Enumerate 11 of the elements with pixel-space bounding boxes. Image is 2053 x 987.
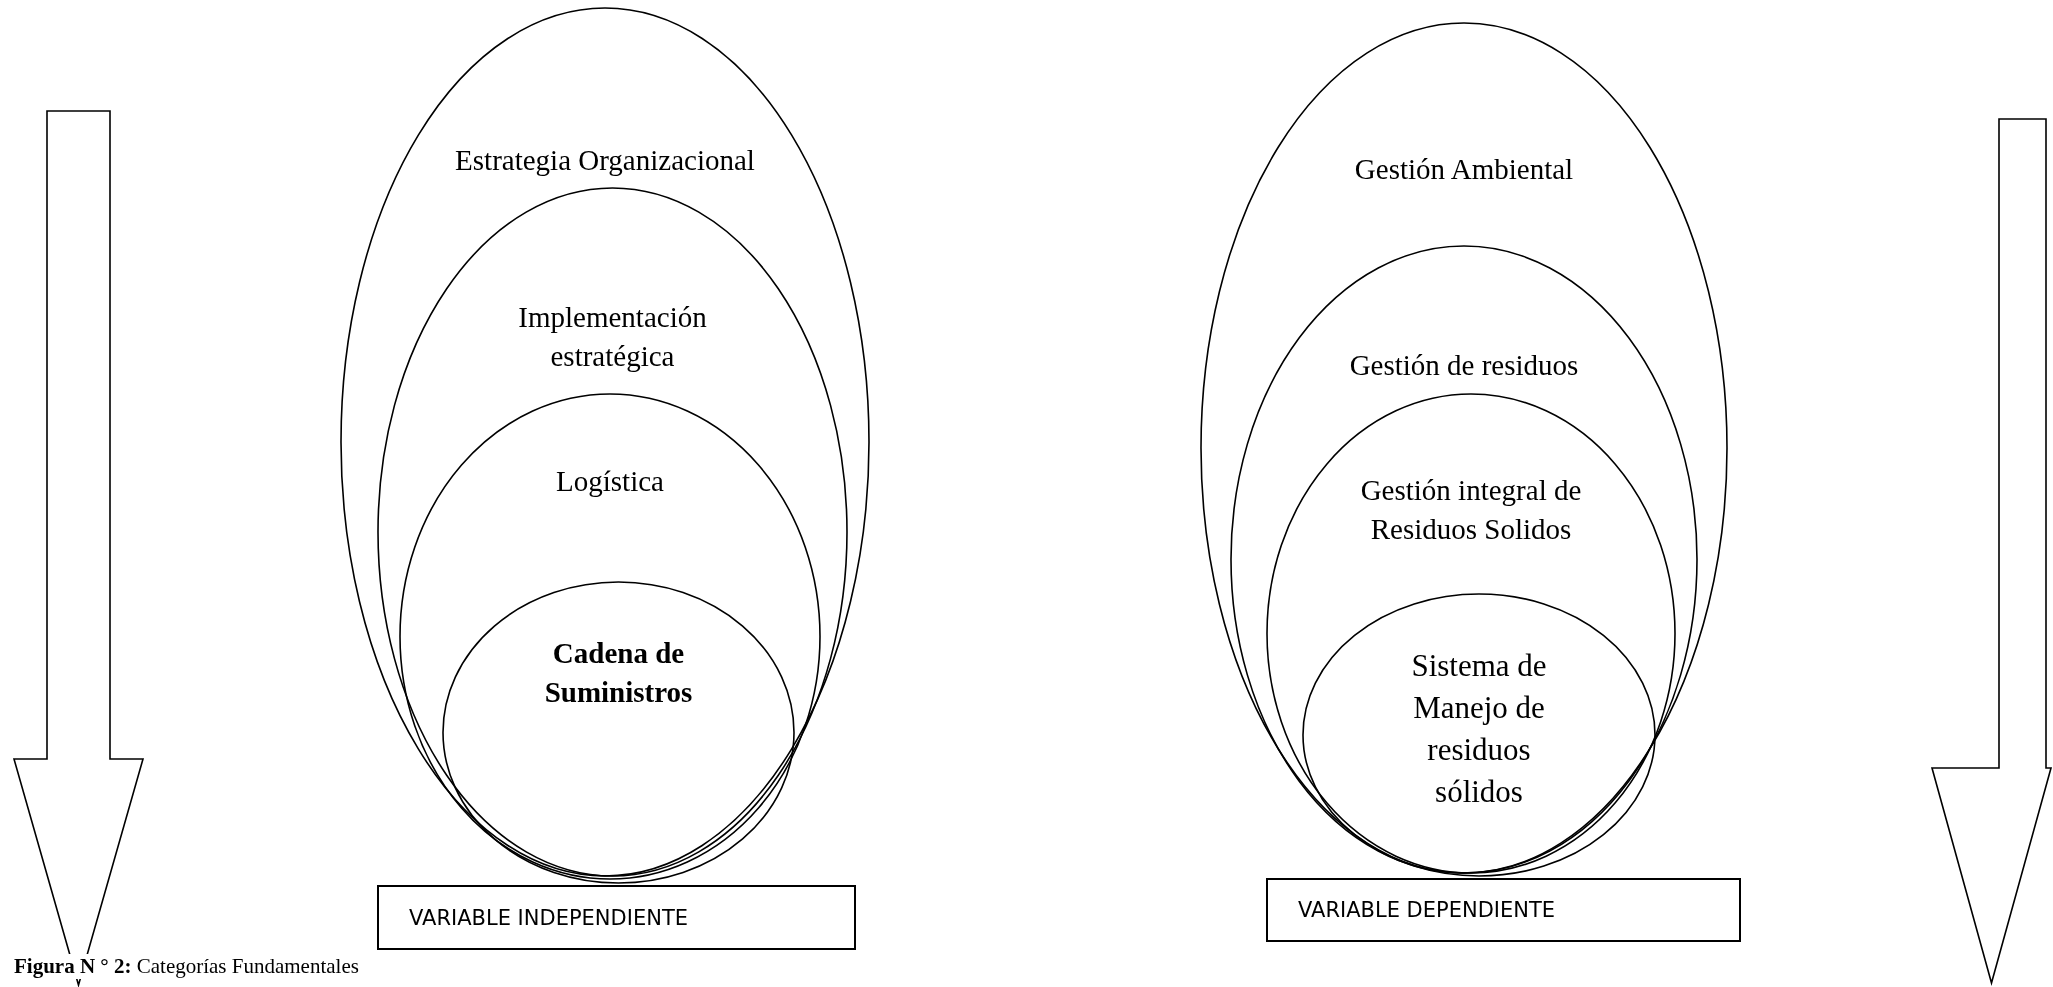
category-label: Gestión Ambiental: [1353, 152, 1575, 187]
category-label: Logística: [555, 464, 665, 499]
category-label: Gestión de residuos: [1348, 348, 1580, 383]
category-label: Gestión integral de Residuos Solidos: [1359, 473, 1583, 548]
category-label: Sistema de Manejo de residuos sólidos: [1410, 647, 1548, 811]
category-label: Implementación estratégica: [517, 300, 708, 375]
variable-box: VARIABLE INDEPENDIENTE: [377, 885, 856, 950]
category-label: Estrategia Organizacional: [454, 143, 756, 178]
category-label: Cadena de Suministros: [543, 636, 694, 711]
figure-caption: Figura N ° 2: Categorías Fundamentales: [12, 954, 361, 979]
variable-box: VARIABLE DEPENDIENTE: [1266, 878, 1741, 942]
